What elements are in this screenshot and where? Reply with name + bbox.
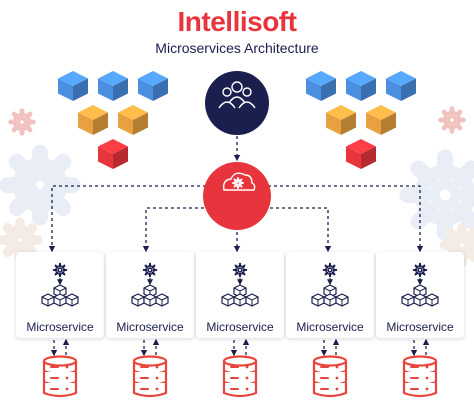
microservice-card-4: Microservice — [286, 252, 374, 338]
gateway-label-line1: API — [228, 203, 246, 215]
background-gear-icon — [438, 106, 466, 134]
background-gear-icon — [0, 144, 81, 226]
blue-cube-icon — [58, 71, 88, 101]
red-cube-icon — [98, 139, 128, 169]
diagram-title: Microservices Architecture — [155, 40, 319, 56]
orange-cube-icon — [366, 105, 396, 135]
blue-cube-icon — [386, 71, 416, 101]
red-cube-icon — [346, 139, 376, 169]
background-gear-icon — [8, 108, 36, 136]
orange-cube-icon — [118, 105, 148, 135]
microservice-card-2: Microservice — [106, 252, 194, 338]
microservice-card-5: Microservice — [376, 252, 464, 338]
orange-cube-icon — [78, 105, 108, 135]
microservice-label: Microservice — [26, 320, 94, 334]
microservice-card-3: Microservice — [196, 252, 284, 338]
microservice-label: Microservice — [206, 320, 274, 334]
blue-cube-icon — [346, 71, 376, 101]
gateway-label-line2: Gateway — [215, 215, 259, 227]
orange-cube-icon — [326, 105, 356, 135]
blue-cube-icon — [138, 71, 168, 101]
microservice-label: Microservice — [386, 320, 454, 334]
background-gear-icon — [399, 149, 474, 241]
blue-cube-icon — [98, 71, 128, 101]
microservice-label: Microservice — [116, 320, 184, 334]
clients-label: Clients — [220, 117, 254, 129]
microservice-card-1: Microservice — [16, 252, 104, 338]
microservice-label: Microservice — [296, 320, 364, 334]
blue-cube-icon — [306, 71, 336, 101]
logo: Intellisoft — [177, 6, 297, 37]
